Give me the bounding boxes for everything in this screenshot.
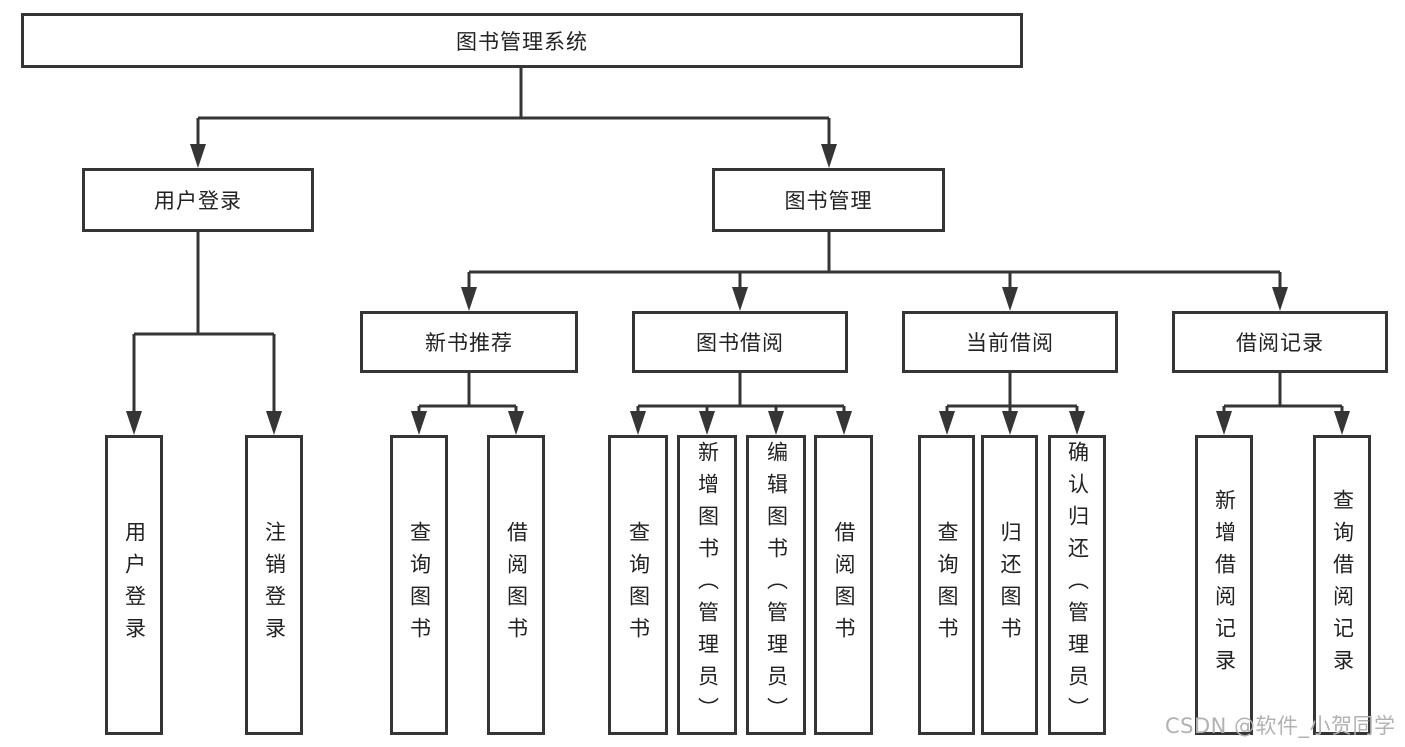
leaf-label: 查询图书 [935, 521, 959, 649]
leaf-label: 借阅图书 [832, 521, 856, 649]
leaf-label: 查询图书 [626, 521, 651, 649]
leaf-query-books-borrow: 查询图书 [608, 435, 668, 735]
arrow-down-icon [1002, 411, 1018, 435]
arrow-down-icon [508, 411, 524, 435]
leaf-query-books-current: 查询图书 [918, 435, 975, 735]
leaf-query-books-recommend: 查询图书 [390, 435, 448, 735]
arrow-down-icon [1272, 287, 1288, 311]
leaf-edit-book-admin: 编辑图书（管理员） [746, 435, 806, 735]
leaf-user-login: 用户登录 [105, 435, 163, 735]
node-user-login: 用户登录 [82, 168, 314, 232]
connector-newbooks-to-leaves [417, 373, 518, 414]
leaf-label: 确认归还（管理员） [1065, 441, 1090, 729]
leaf-borrow-books-recommend: 借阅图书 [487, 435, 545, 735]
arrow-down-icon [126, 411, 142, 435]
arrow-down-icon [732, 287, 748, 311]
arrow-down-icon [1002, 287, 1018, 311]
node-library-management-system: 图书管理系统 [21, 13, 1023, 68]
leaf-label: 新增借阅记录 [1212, 489, 1237, 681]
arrow-down-icon [821, 144, 837, 168]
watermark: CSDN @软件_小贺同学 [1165, 714, 1396, 738]
arrow-down-icon [266, 411, 282, 435]
leaf-add-book-admin: 新增图书（管理员） [677, 435, 737, 735]
connector-bookborrow-to-leaves [636, 373, 846, 414]
arrow-down-icon [190, 144, 206, 168]
leaf-label: 用户登录 [122, 521, 147, 649]
connector-records-to-leaves [1222, 373, 1344, 414]
leaf-query-borrow-record: 查询借阅记录 [1313, 435, 1371, 735]
arrow-down-icon [1334, 411, 1350, 435]
node-book-borrowing: 图书借阅 [632, 311, 848, 373]
leaf-confirm-return-admin: 确认归还（管理员） [1048, 435, 1106, 735]
arrow-down-icon [630, 411, 646, 435]
leaf-label: 注销登录 [262, 521, 287, 649]
arrow-down-icon [836, 411, 852, 435]
connector-bookmgmt-to-level3 [467, 232, 1282, 290]
arrow-down-icon [768, 411, 784, 435]
connector-userlogin-to-leaves [132, 232, 276, 414]
arrow-down-icon [1069, 411, 1085, 435]
node-book-management: 图书管理 [712, 168, 945, 232]
leaf-borrow-books: 借阅图书 [814, 435, 873, 735]
leaf-label: 查询借阅记录 [1330, 489, 1355, 681]
node-current-borrowing: 当前借阅 [902, 311, 1118, 373]
leaf-label: 查询图书 [407, 521, 432, 649]
arrow-down-icon [939, 411, 955, 435]
leaf-logout: 注销登录 [245, 435, 303, 735]
leaf-label: 编辑图书（管理员） [764, 441, 789, 729]
arrow-down-icon [411, 411, 427, 435]
node-new-book-recommendation: 新书推荐 [360, 311, 578, 373]
node-borrowing-records: 借阅记录 [1172, 311, 1388, 373]
leaf-label: 借阅图书 [504, 521, 529, 649]
arrow-down-icon [699, 411, 715, 435]
leaf-label: 新增图书（管理员） [695, 441, 720, 729]
connector-currentborrow-to-leaves [945, 373, 1079, 414]
connector-root-to-level2 [196, 68, 831, 148]
leaf-label: 归还图书 [998, 521, 1022, 649]
arrow-down-icon [1216, 411, 1232, 435]
arrow-down-icon [461, 287, 477, 311]
leaf-add-borrow-record: 新增借阅记录 [1195, 435, 1253, 735]
leaf-return-book: 归还图书 [981, 435, 1038, 735]
